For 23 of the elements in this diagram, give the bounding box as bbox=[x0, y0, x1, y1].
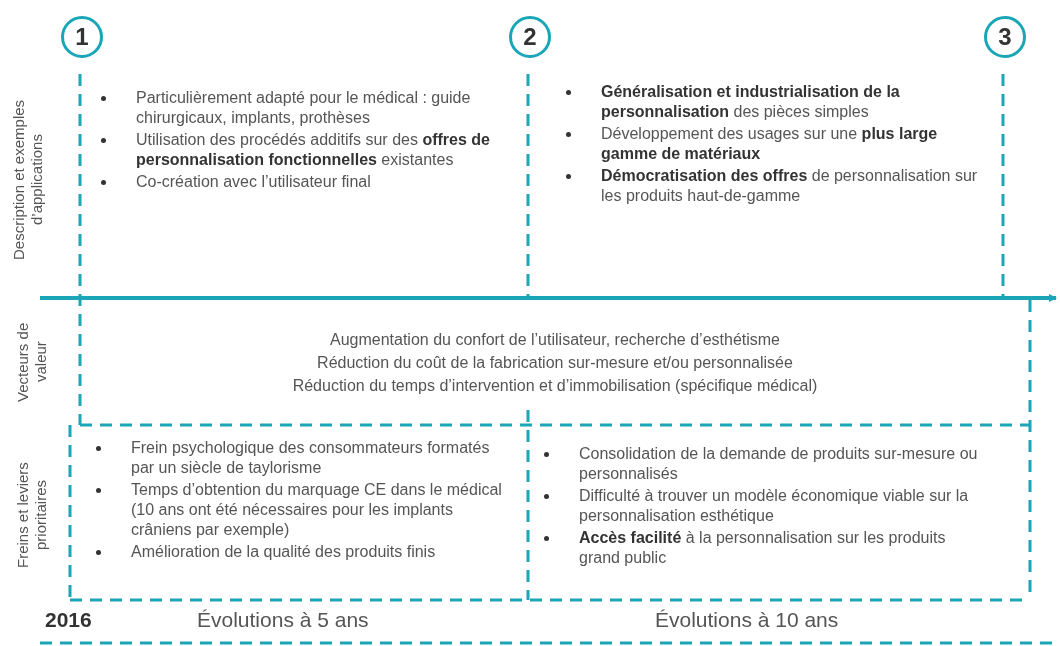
step-number-circle: 3 bbox=[984, 16, 1026, 58]
bullet-text: Généralisation et industrialisation de la personnalisation des pièces simples bbox=[601, 82, 901, 122]
row-header: Freins et leviers prioritaires bbox=[14, 461, 50, 570]
bullet-text: Co-création avec l’utilisateur final bbox=[136, 172, 371, 192]
bullet-text: Consolidation de la demande de produits sur-mesure ou personnalisés bbox=[579, 444, 978, 484]
value-driver-text: Réduction du coût de la fabrication sur-mesure et/ou personnalisée bbox=[316, 353, 794, 373]
value-driver-text: Réduction du temps d’intervention et d’immobilisation (spécifique médical) bbox=[291, 376, 819, 396]
timeline-label: Évolutions à 10 ans bbox=[655, 608, 839, 632]
row-header: Description et exemples d’applications bbox=[10, 98, 46, 263]
timeline-label: 2016 bbox=[45, 608, 92, 632]
step-number-circle: 1 bbox=[61, 16, 103, 58]
bullet-text: Temps d’obtention du marquage CE dans le médical (10 ans ont été nécessaires pour les implants crâniens par exemple) bbox=[131, 480, 503, 540]
timeline-label: Évolutions à 5 ans bbox=[197, 608, 369, 632]
row-header: Vecteurs de valeur bbox=[14, 321, 50, 404]
value-driver-text: Augmentation du confort de l’utilisateur, recherche d’esthétisme bbox=[329, 330, 781, 350]
bullet-text: Développement des usages sur une plus large gamme de matériaux bbox=[601, 124, 939, 164]
bullet-text: Frein psychologique des consommateurs formatés par un siècle de taylorisme bbox=[131, 438, 491, 478]
step-number-circle: 2 bbox=[509, 16, 551, 58]
bullet-text: Utilisation des procédés additifs sur des offres de personnalisation fonctionnelles existantes bbox=[136, 130, 491, 170]
bullet-text: Amélioration de la qualité des produits finis bbox=[131, 542, 436, 562]
bullet-text: Accès facilité à la personnalisation sur les produits grand public bbox=[579, 528, 947, 568]
bullet-text: Particulièrement adapté pour le médical : guide chirurgicaux, implants, prothèses bbox=[136, 88, 472, 128]
bullet-text: Démocratisation des offres de personnalisation sur les produits haut-de-gamme bbox=[601, 166, 979, 206]
